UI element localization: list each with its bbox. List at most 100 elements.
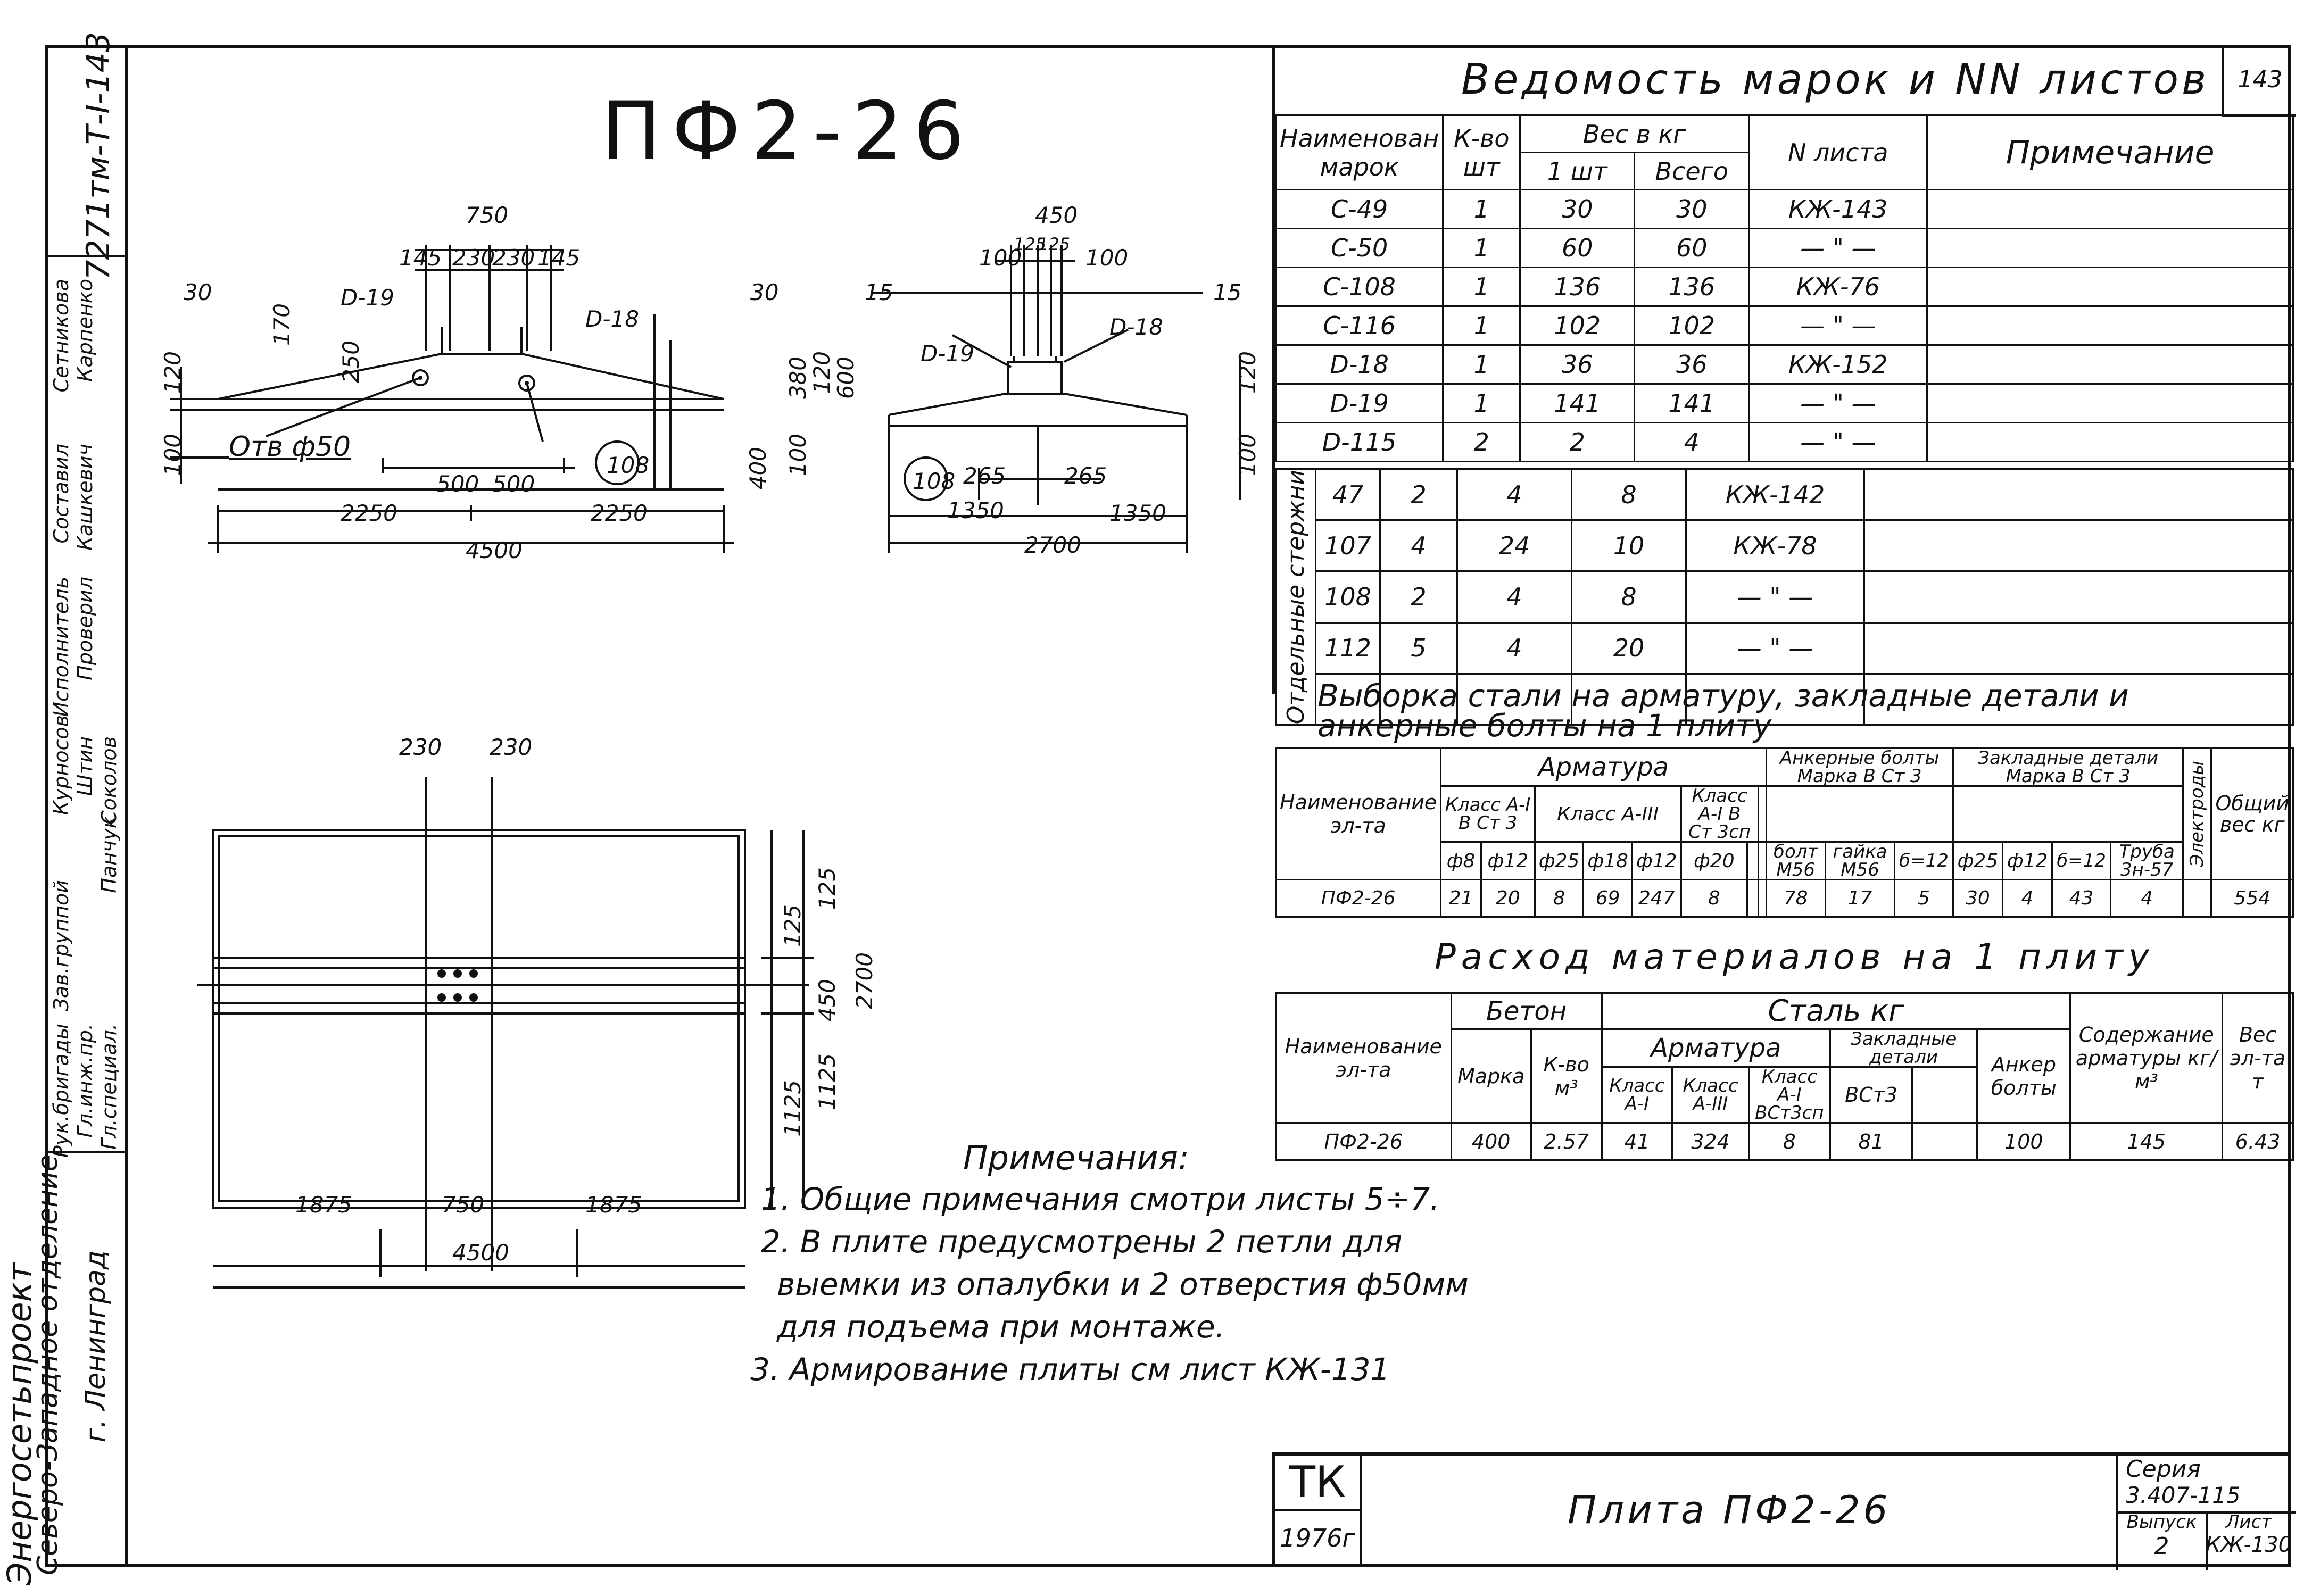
tk-box: ТК bbox=[1275, 1456, 1362, 1511]
mt-val: 324 bbox=[1671, 1122, 1750, 1161]
cell: 4 bbox=[1456, 621, 1572, 675]
stamp-role: Гл.специал. bbox=[97, 1024, 121, 1150]
cell: 2 bbox=[1519, 422, 1636, 462]
st-diam: болт М56 bbox=[1765, 841, 1826, 880]
marks-table: Наименован марок К-во шт Вес в кг N лист… bbox=[1274, 114, 2294, 462]
cell: D-18 bbox=[1274, 344, 1444, 385]
st-diam: б=12 bbox=[2051, 841, 2111, 880]
cell: 2 bbox=[1379, 570, 1458, 624]
cell: 4 bbox=[1634, 422, 1750, 462]
cell: 1 bbox=[1442, 267, 1521, 307]
side-top-part: 125 bbox=[1038, 234, 1071, 254]
note-line: 2. В плите предусмотрены 2 петли для bbox=[761, 1224, 1403, 1260]
sheet-label: Лист bbox=[2225, 1511, 2272, 1533]
plan-vert: 1125 bbox=[814, 1053, 840, 1110]
mt-h-embed: Закладные детали bbox=[1829, 1028, 1978, 1068]
title-block: ТК 1976г Плита ПФ2-26 Серия 3.407-115 Вы… bbox=[1272, 1452, 2296, 1570]
front-mark: D-19 bbox=[341, 285, 394, 311]
stamp-roles-box: Рук.бригады Гл.инж.пр. Гл.специал. Зав.г… bbox=[45, 255, 125, 1158]
front-top-part: 145 bbox=[537, 245, 581, 271]
cell: 2 bbox=[1379, 468, 1458, 521]
mt-val: 400 bbox=[1450, 1122, 1532, 1161]
plan-bottom-part: 1875 bbox=[295, 1192, 352, 1218]
st-diam: ф25 bbox=[1534, 841, 1585, 880]
cell: — " — bbox=[1748, 383, 1928, 423]
st-h-electrodes: Электроды bbox=[2186, 761, 2208, 867]
plan-top-part: 230 bbox=[399, 734, 442, 760]
front-top-part: 230 bbox=[452, 245, 495, 271]
th-sheet: N листа bbox=[1748, 114, 1928, 190]
front-top-part: 145 bbox=[399, 245, 442, 271]
note-line: 1. Общие примечания смотри листы 5÷7. bbox=[761, 1181, 1440, 1217]
side-height: 120 bbox=[1234, 351, 1261, 394]
plan-bottom-part: 1875 bbox=[585, 1192, 642, 1218]
front-half: 2250 bbox=[591, 500, 648, 526]
year-box: 1976г bbox=[1275, 1509, 1362, 1567]
cell: 141 bbox=[1634, 383, 1750, 423]
th-one: 1 шт bbox=[1519, 152, 1636, 190]
mt-h-anchor: Анкер болты bbox=[1976, 1028, 2071, 1124]
side-overall: 2700 bbox=[1024, 532, 1081, 558]
cell: 36 bbox=[1519, 344, 1636, 385]
front-height: 100 bbox=[160, 434, 186, 477]
side-spacing: 265 bbox=[963, 463, 1006, 489]
front-top-part: 230 bbox=[492, 245, 535, 271]
cell: 20 bbox=[1571, 621, 1687, 675]
cell: — " — bbox=[1748, 228, 1928, 268]
front-height: 250 bbox=[338, 340, 364, 384]
cell: 102 bbox=[1519, 305, 1636, 346]
side-top-part: 100 bbox=[1085, 245, 1129, 271]
th-all: Всего bbox=[1634, 152, 1750, 190]
front-height: 120 bbox=[809, 351, 835, 394]
front-spacing: 500 bbox=[492, 471, 535, 497]
cell: — " — bbox=[1685, 570, 1865, 624]
plan-bottom-part: 750 bbox=[442, 1192, 485, 1218]
front-left-margin: 30 bbox=[184, 279, 212, 305]
mt-val bbox=[1911, 1122, 1978, 1161]
cell: D-19 bbox=[1274, 383, 1444, 423]
front-mark: Отв ф50 bbox=[229, 431, 351, 463]
st-val: 8 bbox=[1680, 879, 1748, 918]
st-h-a1: Класс А-I В Ст 3 bbox=[1440, 785, 1536, 843]
front-overall: 4500 bbox=[466, 537, 523, 563]
cell: 30 bbox=[1634, 189, 1750, 229]
element-name: Плита ПФ2-26 bbox=[1568, 1487, 1891, 1532]
mt-h-concrete: Бетон bbox=[1450, 992, 1603, 1030]
st-diam: ф20 bbox=[1680, 841, 1748, 880]
drawing-title: ПФ2-26 bbox=[601, 85, 975, 178]
st-diam: б=12 bbox=[1894, 841, 1954, 880]
note-line: 3. Армирование плиты см лист КЖ-131 bbox=[750, 1351, 1390, 1387]
side-top-part: 125 bbox=[1014, 234, 1047, 254]
st-val: 4 bbox=[2002, 879, 2053, 918]
front-height: 120 bbox=[160, 351, 186, 394]
st-val: 17 bbox=[1824, 879, 1896, 918]
st-val: 8 bbox=[1534, 879, 1585, 918]
left-stamp-column bbox=[45, 45, 125, 1567]
st-val: 43 bbox=[2051, 879, 2111, 918]
cell: 112 bbox=[1315, 621, 1381, 675]
series-label: Серия bbox=[2126, 1456, 2201, 1483]
st-val bbox=[1757, 879, 1767, 918]
st-h-anchor: Анкерные болты Марка В Ст 3 bbox=[1765, 747, 1954, 787]
st-val: ПФ2-26 bbox=[1274, 879, 1442, 918]
note-line: выемки из опалубки и 2 отверстия ф50мм bbox=[777, 1266, 1469, 1302]
stamp-role: Сетникова bbox=[49, 279, 73, 393]
materials-table-title: Расход материалов на 1 плиту bbox=[1435, 936, 2154, 977]
mt-val: ПФ2-26 bbox=[1275, 1122, 1452, 1161]
st-val bbox=[1746, 879, 1759, 918]
steel-table-title: Выборка стали на арматуру, закладные дет… bbox=[1317, 678, 2129, 744]
cell: 5 bbox=[1379, 621, 1458, 675]
mt-h-arm: Арматура bbox=[1601, 1028, 1832, 1068]
mt-val: 145 bbox=[2069, 1122, 2224, 1161]
steel-table: Наименование эл-та Арматура Анкерные бол… bbox=[1274, 747, 2294, 918]
side-height: 100 bbox=[1234, 434, 1261, 477]
st-h-total: Общий вес кг bbox=[2210, 747, 2294, 880]
cell: КЖ-76 bbox=[1748, 267, 1928, 307]
st-diam: ф12 bbox=[1631, 841, 1682, 880]
th-name: Наименован марок bbox=[1274, 114, 1444, 190]
mt-h-embed-sub: ВСт3 bbox=[1829, 1066, 1913, 1124]
front-mark-108: 108 bbox=[607, 452, 650, 478]
plan-total-v: 2700 bbox=[851, 952, 877, 1009]
side-mark: D-19 bbox=[921, 340, 974, 367]
issue-box: Выпуск 2 bbox=[2116, 1511, 2208, 1570]
